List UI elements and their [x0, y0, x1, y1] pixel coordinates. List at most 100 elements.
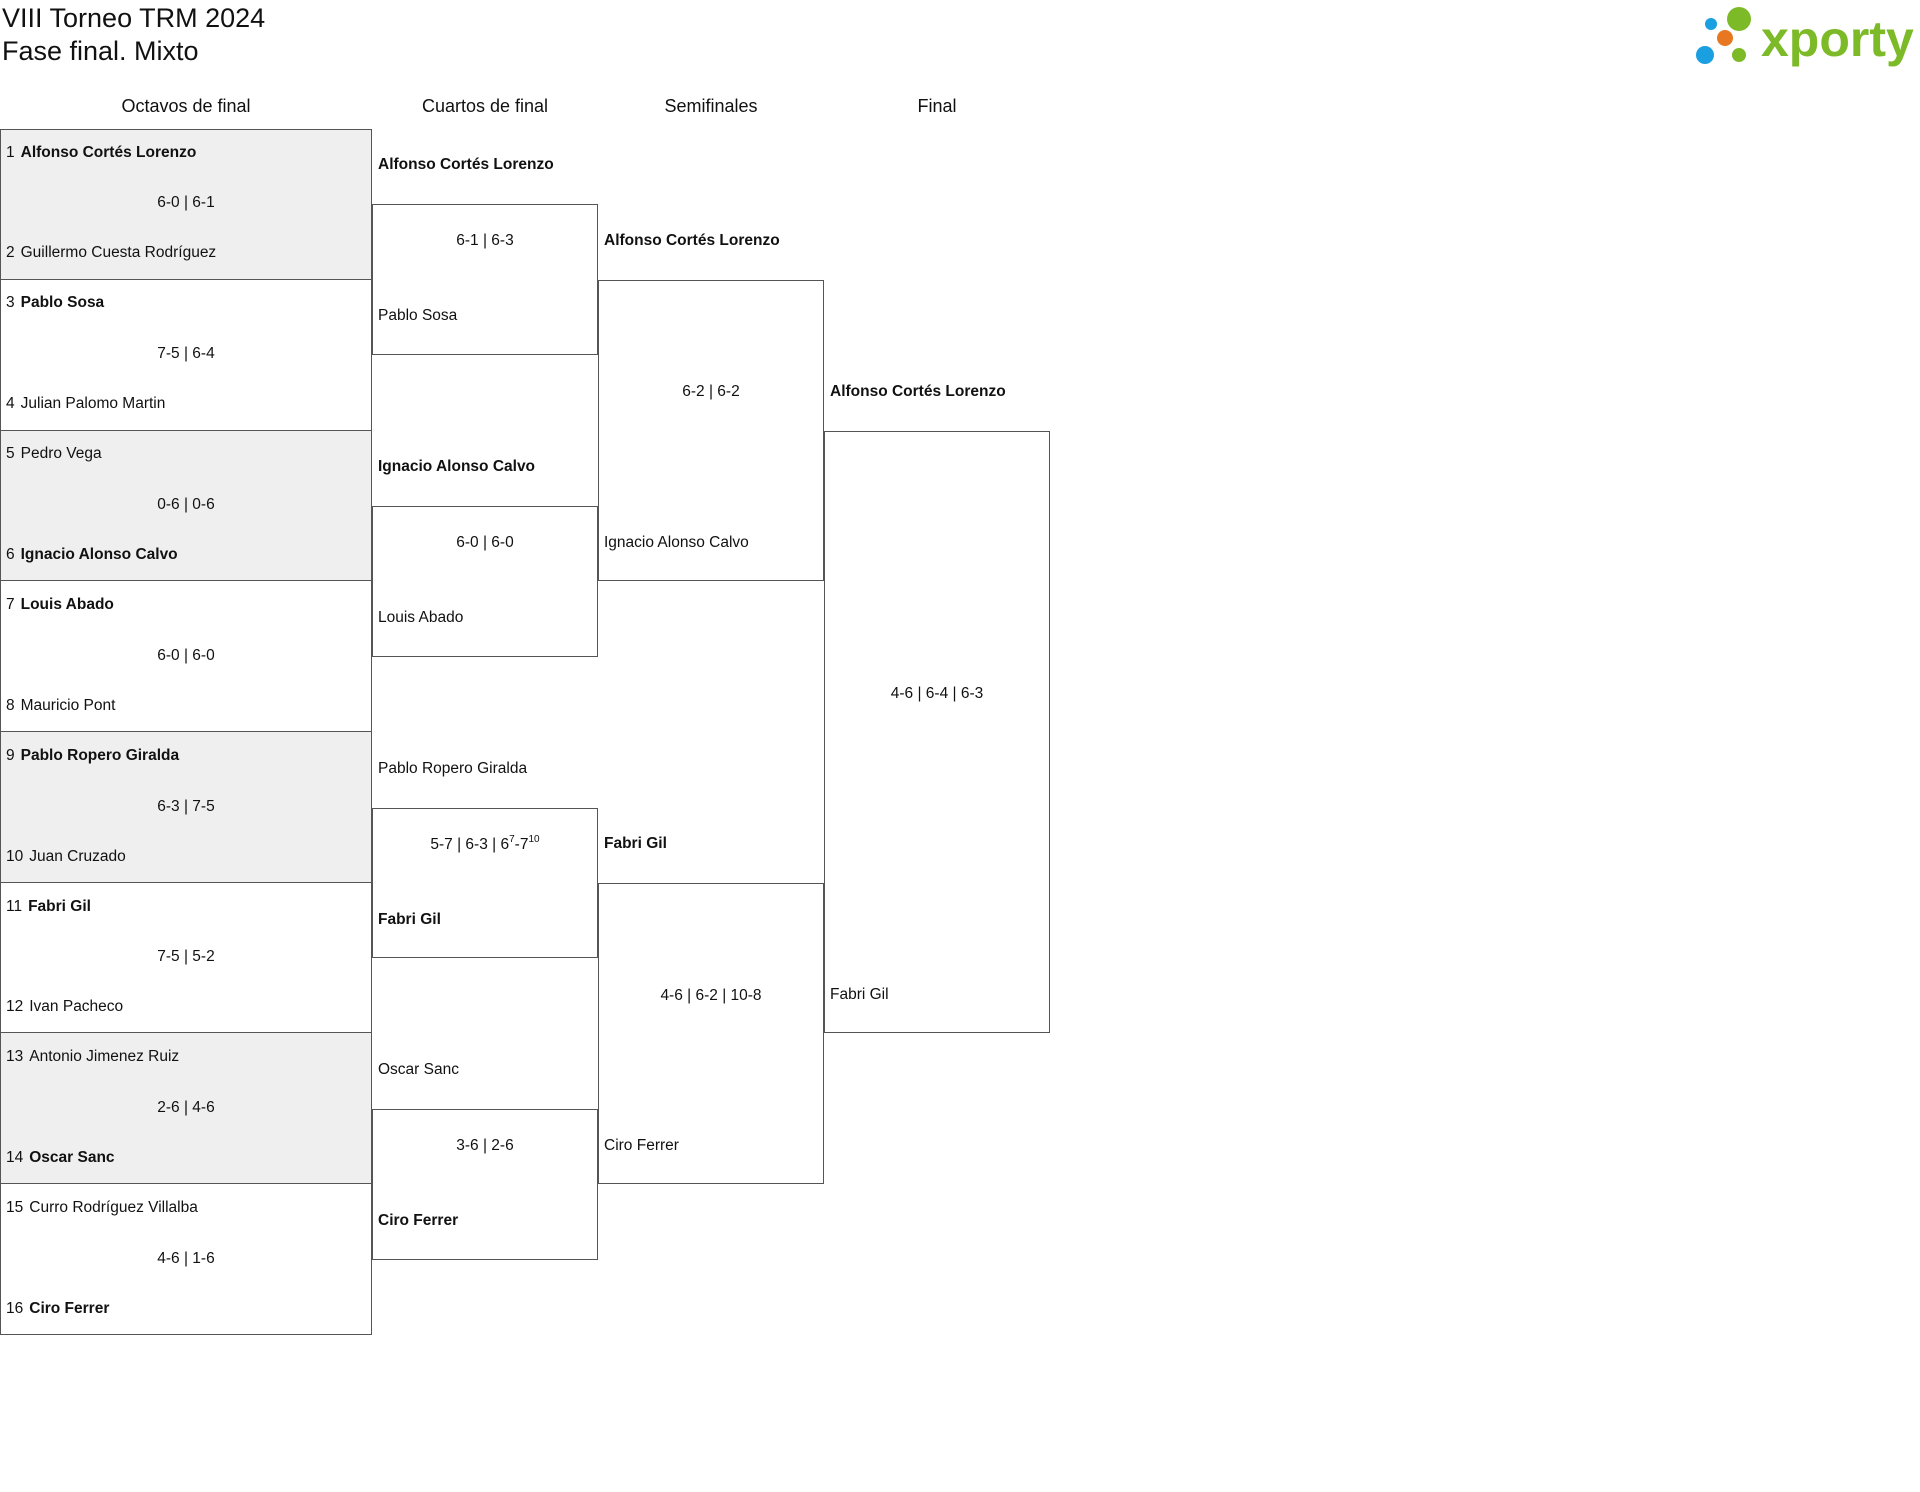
r16-match-4-player-2[interactable]: 8 Mauricio Pont	[6, 696, 115, 716]
seed: 5	[6, 445, 15, 462]
seed: 14	[6, 1149, 24, 1166]
tiebreak-b: 10	[528, 834, 540, 845]
r16-match-8-score: 4-6 | 1-6	[157, 1250, 215, 1267]
final-match	[824, 431, 1050, 1033]
round-header-octavos: Octavos de final	[121, 96, 251, 116]
seed: 6	[6, 546, 15, 563]
r16-match-8-player-2[interactable]: 16 Ciro Ferrer	[6, 1299, 109, 1319]
r16-match-4-player-1[interactable]: 7 Louis Abado	[6, 595, 114, 615]
final-score: 4-6 | 6-4 | 6-3	[890, 685, 984, 702]
tournament-title: VIII Torneo TRM 2024	[2, 3, 266, 33]
player-name: Fabri Gil	[28, 898, 91, 915]
sf-match-1	[598, 280, 824, 581]
r16-match-8	[0, 1184, 372, 1335]
sf-match-1-player-1[interactable]: Alfonso Cortés Lorenzo	[604, 232, 780, 249]
sf-match-2-score: 4-6 | 6-2 | 10-8	[660, 987, 762, 1004]
sf-match-1-score: 6-2 | 6-2	[682, 383, 740, 400]
qf-match-2-score: 6-0 | 6-0	[456, 534, 514, 551]
player-name: Ignacio Alonso Calvo	[20, 546, 178, 563]
player-name: Ciro Ferrer	[29, 1300, 110, 1317]
sf-match-2-player-1[interactable]: Fabri Gil	[604, 835, 667, 852]
seed: 12	[6, 998, 24, 1015]
tiebreak-a: 7	[509, 834, 515, 845]
r16-match-7-player-1[interactable]: 13 Antonio Jimenez Ruiz	[6, 1047, 179, 1067]
qf-match-3-player-1[interactable]: Pablo Ropero Giralda	[378, 760, 528, 777]
r16-match-5	[0, 732, 372, 883]
sf-match-2	[598, 883, 824, 1184]
seed: 8	[6, 697, 15, 714]
qf-match-1-score: 6-1 | 6-3	[456, 232, 514, 249]
r16-match-4	[0, 581, 372, 732]
r16-match-5-score: 6-3 | 7-5	[157, 798, 215, 815]
player-name: Louis Abado	[20, 596, 114, 613]
round-header-final: Final	[917, 96, 957, 116]
player-name: Alfonso Cortés Lorenzo	[20, 144, 197, 161]
score-tail: -7	[514, 836, 529, 853]
r16-match-6-player-2[interactable]: 12 Ivan Pacheco	[6, 997, 123, 1017]
qf-match-3-score: 5-7 | 6-3 | 67-710	[372, 835, 598, 855]
player-name: Curro Rodríguez Villalba	[29, 1199, 198, 1216]
qf-match-1-player-2[interactable]: Pablo Sosa	[378, 307, 458, 324]
sf-match-2-player-2[interactable]: Ciro Ferrer	[604, 1137, 679, 1154]
r16-match-3-player-1[interactable]: 5 Pedro Vega	[6, 444, 102, 464]
r16-match-6	[0, 883, 372, 1033]
logo-dot-green-top	[1727, 7, 1751, 31]
qf-match-4-player-2[interactable]: Ciro Ferrer	[378, 1212, 459, 1229]
round-header-semifinales: Semifinales	[664, 96, 758, 116]
r16-match-1-score: 6-0 | 6-1	[157, 194, 215, 211]
xporty-logo: xporty	[1696, 7, 1914, 67]
sf-match-1-player-2[interactable]: Ignacio Alonso Calvo	[604, 534, 749, 551]
round-header-cuartos: Cuartos de final	[421, 96, 549, 116]
player-name: Pedro Vega	[20, 445, 102, 462]
qf-match-1-player-1[interactable]: Alfonso Cortés Lorenzo	[378, 156, 554, 173]
logo-dot-green-bottom	[1732, 48, 1746, 62]
final-player-1[interactable]: Alfonso Cortés Lorenzo	[830, 383, 1006, 400]
qf-match-4-score: 3-6 | 2-6	[456, 1137, 514, 1154]
player-name: Pablo Sosa	[20, 294, 105, 311]
r16-match-3	[0, 431, 372, 581]
final-player-2[interactable]: Fabri Gil	[830, 986, 889, 1003]
qf-match-3	[372, 808, 598, 958]
player-name: Ivan Pacheco	[29, 998, 124, 1015]
seed: 2	[6, 244, 15, 261]
r16-match-2-player-2[interactable]: 4 Julian Palomo Martin	[6, 394, 165, 414]
r16-match-1-player-2[interactable]: 2 Guillermo Cuesta Rodríguez	[6, 243, 216, 263]
logo-dot-orange	[1717, 30, 1733, 46]
seed: 9	[6, 747, 15, 764]
qf-match-2-player-2[interactable]: Louis Abado	[378, 609, 464, 626]
r16-match-7-player-2[interactable]: 14 Oscar Sanc	[6, 1148, 115, 1168]
r16-match-7	[0, 1033, 372, 1184]
qf-match-2-player-1[interactable]: Ignacio Alonso Calvo	[378, 458, 536, 475]
qf-match-4-player-1[interactable]: Oscar Sanc	[378, 1061, 459, 1078]
player-name: Oscar Sanc	[29, 1149, 115, 1166]
seed: 16	[6, 1300, 24, 1317]
score-main: 5-7 | 6-3 | 6	[430, 836, 510, 853]
seed: 13	[6, 1048, 24, 1065]
seed: 11	[6, 898, 23, 915]
r16-match-2-score: 7-5 | 6-4	[157, 345, 215, 362]
tournament-subtitle: Fase final. Mixto	[2, 36, 199, 66]
qf-match-2	[372, 506, 598, 657]
qf-match-3-player-2[interactable]: Fabri Gil	[378, 911, 441, 928]
r16-match-3-score: 0-6 | 0-6	[157, 496, 215, 513]
seed: 7	[6, 596, 15, 613]
player-name: Julian Palomo Martin	[20, 395, 166, 412]
r16-match-6-player-1[interactable]: 11 Fabri Gil	[6, 897, 91, 917]
r16-match-8-player-1[interactable]: 15 Curro Rodríguez Villalba	[6, 1198, 198, 1218]
seed: 1	[6, 144, 15, 161]
player-name: Guillermo Cuesta Rodríguez	[20, 244, 217, 261]
r16-match-3-player-2[interactable]: 6 Ignacio Alonso Calvo	[6, 545, 178, 565]
r16-match-2	[0, 280, 372, 431]
player-name: Antonio Jimenez Ruiz	[29, 1048, 180, 1065]
seed: 10	[6, 848, 24, 865]
r16-match-1-player-1[interactable]: 1 Alfonso Cortés Lorenzo	[6, 143, 196, 163]
seed: 4	[6, 395, 15, 412]
player-name: Mauricio Pont	[20, 697, 116, 714]
seed: 15	[6, 1199, 24, 1216]
r16-match-1	[0, 129, 372, 280]
qf-match-1	[372, 204, 598, 355]
logo-dot-blue-top	[1705, 18, 1717, 30]
